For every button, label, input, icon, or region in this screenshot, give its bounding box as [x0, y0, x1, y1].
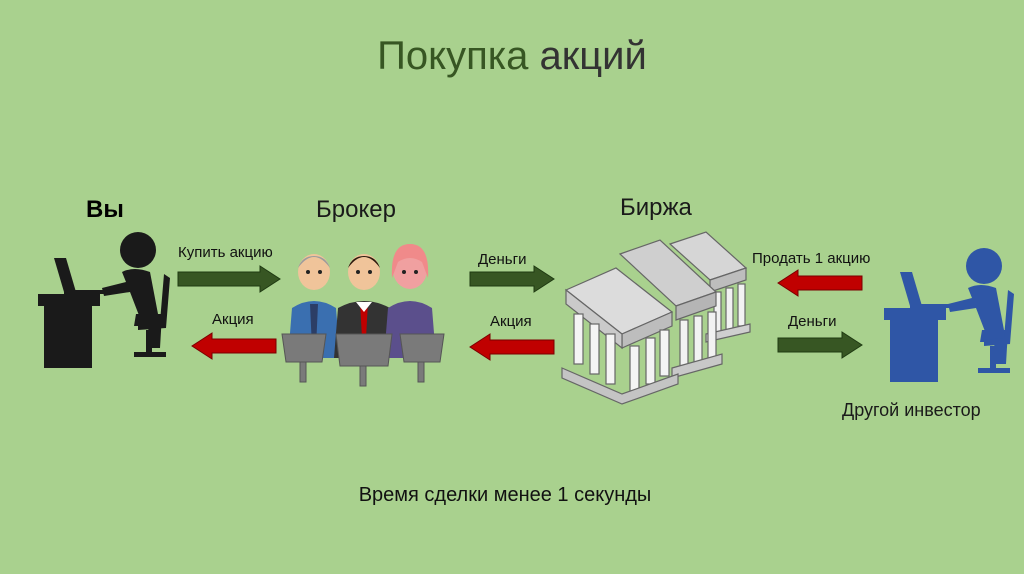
broker-person-3 — [384, 244, 436, 358]
exchange-building-icon — [561, 231, 751, 405]
label-broker: Брокер — [316, 196, 396, 223]
footer-note: Время сделки менее 1 секунды — [358, 484, 652, 506]
arrow-label-share-to-broker: Акция — [490, 313, 532, 330]
broker-team-icon — [281, 244, 445, 387]
exchange-building-middle — [618, 239, 723, 379]
arrow-label-sell-one-share: Продать 1 акцию — [752, 250, 871, 267]
arrow-label-money-to-investor: Деньги — [788, 313, 837, 330]
diagram-title: Покупка акций — [0, 34, 1024, 79]
arrow-label-money-to-exchange: Деньги — [478, 251, 527, 268]
arrow-label-buy-share: Купить акцию — [178, 244, 273, 261]
arrow-label-share-to-you: Акция — [212, 311, 254, 328]
arrow-sell-one-share — [777, 269, 863, 297]
title-part-2: акций — [539, 34, 647, 78]
label-exchange: Биржа — [620, 194, 692, 221]
title-part-1: Покупка — [377, 34, 529, 78]
arrow-share-to-you — [191, 332, 277, 360]
person-at-desk-icon — [38, 232, 170, 368]
label-you: Вы — [86, 196, 124, 223]
arrow-money-to-exchange — [469, 265, 555, 293]
label-other-investor: Другой инвестор — [842, 400, 981, 420]
other-investor-icon — [884, 248, 1014, 382]
arrow-share-to-broker — [469, 333, 555, 361]
exchange-building-front — [561, 267, 679, 405]
arrow-buy-share — [177, 265, 281, 293]
arrow-money-to-investor — [777, 331, 863, 359]
exchange-building-back — [668, 231, 751, 343]
